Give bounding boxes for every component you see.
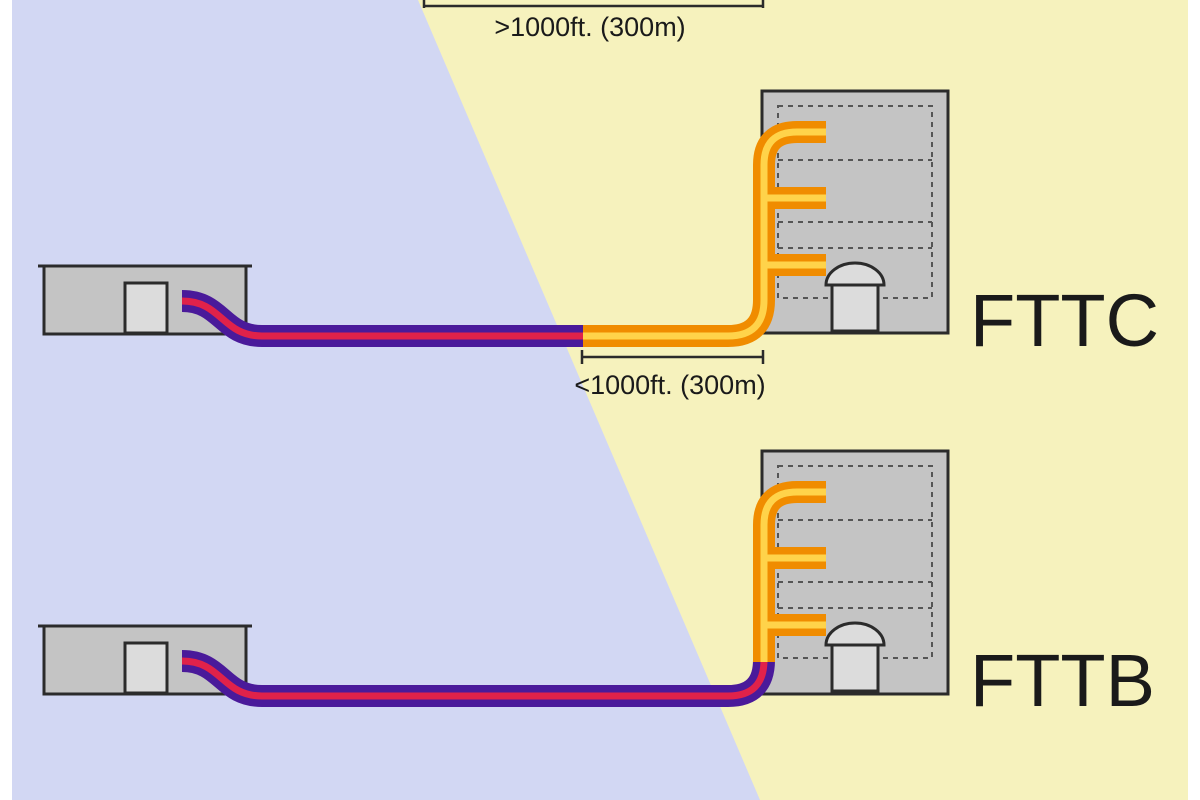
fiber-zone: [418, 0, 1188, 800]
fttc-label: FTTC: [970, 279, 1159, 362]
fttb-row: FTTB: [38, 449, 1155, 722]
fttb-cabinet: [824, 621, 886, 693]
fttc-distance-marker: <1000ft. (300m): [574, 350, 766, 400]
fttc-house-door: [123, 281, 169, 335]
fttc-row: <1000ft. (300m) FTTC: [38, 89, 1159, 400]
fttb-fiber-line: [753, 481, 826, 662]
fttb-label: FTTB: [970, 639, 1155, 722]
top-distance-label: >1000ft. (300m): [494, 12, 685, 42]
top-distance-marker: >1000ft. (300m): [422, 0, 765, 42]
mid-distance-label: <1000ft. (300m): [574, 370, 765, 400]
fttc-fiber-line: [583, 121, 826, 347]
fttb-house-door: [123, 641, 169, 695]
fttc-copper-line: [181, 290, 583, 347]
fttb-copper-line: [181, 650, 775, 707]
fttc-cabinet: [824, 261, 886, 333]
